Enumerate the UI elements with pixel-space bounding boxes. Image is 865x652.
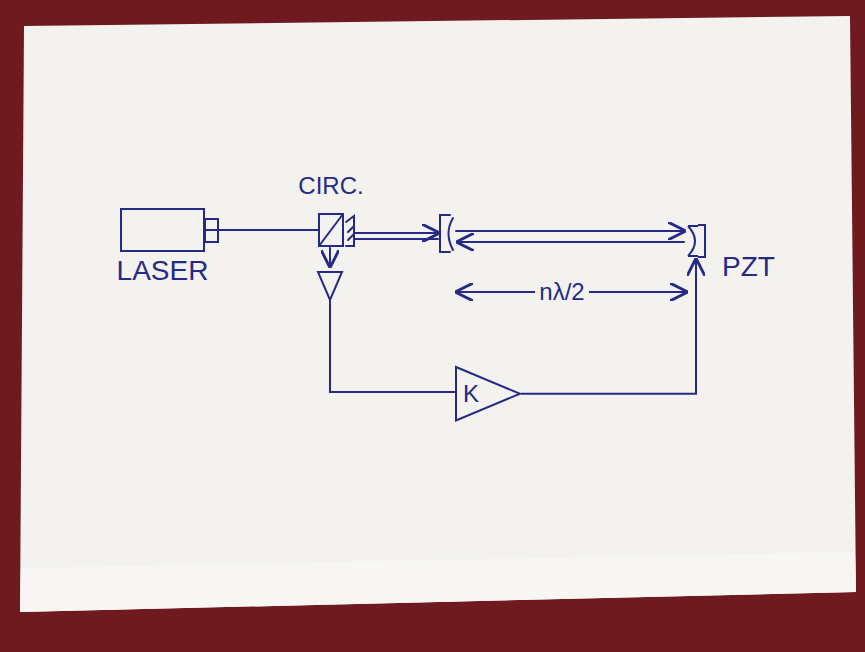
- signal-wire: [330, 300, 455, 392]
- circulator-outline: [318, 213, 344, 247]
- connector: [205, 229, 318, 231]
- amplifier: K: [455, 366, 521, 422]
- input-mirror-face: [449, 218, 454, 250]
- pzt-mirror-outline: [686, 224, 706, 258]
- beam-forward: [355, 232, 438, 234]
- cavity-beam-return: [458, 241, 684, 243]
- pzt-mirror: PZT: [686, 224, 706, 258]
- cavity-beam: [456, 230, 684, 232]
- beam-return: [355, 238, 438, 240]
- circulator: CIRC.: [318, 213, 344, 247]
- connector: [521, 260, 696, 394]
- napkin-fold: [20, 552, 856, 612]
- length-dimension: nλ/2: [535, 279, 588, 305]
- node-label: PZT: [722, 252, 775, 283]
- node-label: K: [463, 381, 479, 407]
- napkin: [20, 16, 856, 612]
- rotator-hatch-lines: [348, 226, 354, 240]
- node-label: CIRC.: [298, 173, 363, 199]
- rotator-hatch: [346, 216, 354, 246]
- laser-body: LASER: [120, 208, 205, 252]
- photodetector: [318, 272, 342, 300]
- reflected-beam: [329, 248, 331, 266]
- node-label: LASER: [117, 256, 209, 287]
